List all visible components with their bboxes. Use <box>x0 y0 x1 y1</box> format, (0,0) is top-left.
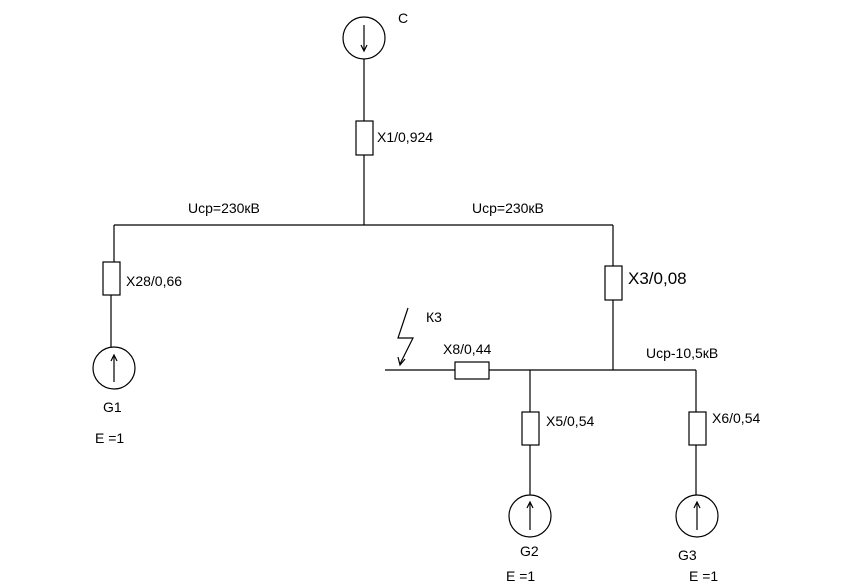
reactance-x1 <box>355 120 374 156</box>
reactance-x3 <box>604 265 623 301</box>
reactance-x5 <box>521 411 540 446</box>
fault-k3-arrowhead <box>397 356 406 367</box>
label-g3: G3 <box>678 547 697 563</box>
label-g1-e: E =1 <box>95 430 124 446</box>
label-g1: G1 <box>103 399 122 415</box>
generator-g1 <box>92 346 136 390</box>
label-x8: X8/0,44 <box>443 341 491 357</box>
label-x28: X28/0,66 <box>126 273 182 289</box>
label-x5: X5/0,54 <box>546 413 594 429</box>
reactance-x6 <box>688 411 707 446</box>
system-source-c <box>342 16 386 60</box>
generator-g3 <box>675 494 719 538</box>
reactance-x8 <box>454 361 490 380</box>
reactance-x28 <box>102 261 121 296</box>
label-ucp-left: Ucp=230кВ <box>188 200 260 216</box>
label-ucp-low: Ucp-10,5кВ <box>646 345 718 361</box>
label-x3: X3/0,08 <box>628 269 687 288</box>
fault-k3-symbol <box>397 307 414 365</box>
label-x6: X6/0,54 <box>712 410 760 426</box>
label-g2-e: E =1 <box>506 568 535 584</box>
label-k3: К3 <box>426 309 442 325</box>
generator-g2 <box>508 494 552 538</box>
label-g3-e: E =1 <box>689 568 718 584</box>
label-ucp-right: Ucp=230кВ <box>472 200 544 216</box>
label-source-c: С <box>398 10 408 26</box>
label-g2: G2 <box>520 543 539 559</box>
label-x1: X1/0,924 <box>377 129 433 145</box>
